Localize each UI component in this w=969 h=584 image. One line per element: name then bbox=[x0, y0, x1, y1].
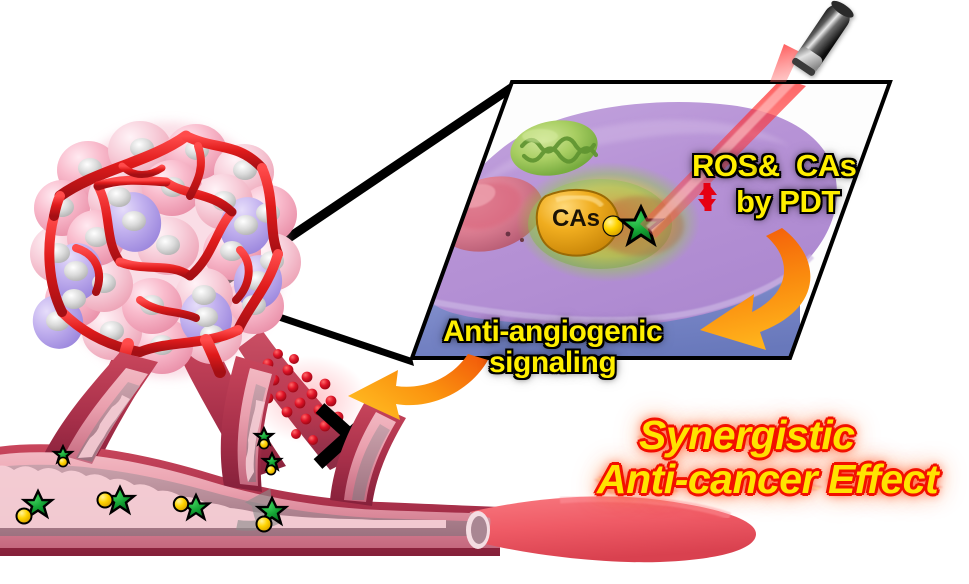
by-pdt-label: by PDT bbox=[736, 184, 840, 219]
ros-text: ROS bbox=[692, 148, 758, 183]
nanodot-yellow bbox=[602, 215, 624, 237]
mitochondrion bbox=[510, 120, 599, 176]
laser-beam-outer bbox=[770, 44, 800, 82]
blood-vessel bbox=[0, 352, 756, 563]
nanoparticles-in-vessel bbox=[15, 425, 290, 533]
tumor-spheroid bbox=[30, 121, 366, 480]
orange-arrow-cell-to-signal bbox=[700, 228, 811, 350]
synergistic-line2: Anti-cancer Effect bbox=[597, 456, 939, 502]
tumor-vasculature bbox=[44, 130, 283, 357]
ampersand-text: & bbox=[757, 148, 780, 183]
anti-angiogenic-line1: Anti-angiogenic bbox=[443, 315, 663, 348]
cas-organelle bbox=[535, 188, 620, 257]
cas-text: CAs bbox=[795, 148, 857, 183]
anti-angiogenic-label: Anti-angiogenic signaling bbox=[443, 315, 663, 380]
arrow-down-icon bbox=[698, 183, 716, 212]
cell-parallelogram bbox=[409, 80, 893, 360]
cas-organelle-label: CAs bbox=[552, 205, 601, 232]
synergistic-line1: Synergistic bbox=[639, 412, 855, 458]
orange-arrow-to-vessel bbox=[348, 354, 488, 420]
cell-panel-outline bbox=[409, 80, 893, 360]
vessel-end-cap bbox=[466, 494, 756, 563]
laser-pointer bbox=[792, 0, 854, 76]
ros-cas-label: ROS& CAs bbox=[692, 148, 857, 212]
anti-angiogenic-line2: signaling bbox=[488, 346, 617, 380]
